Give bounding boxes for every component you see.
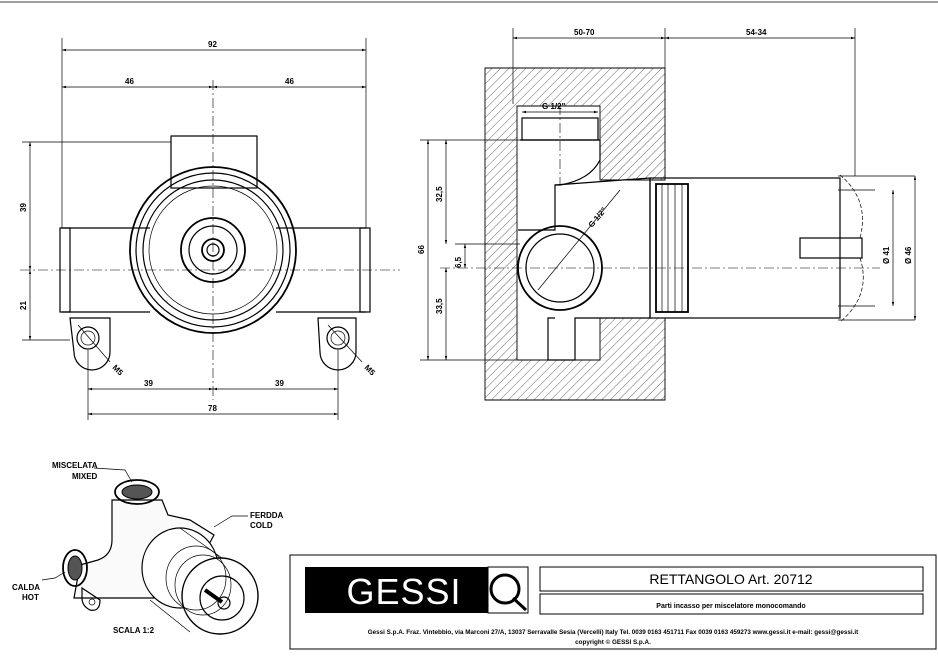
iso-stem-end [217, 596, 231, 610]
description-box [539, 593, 924, 615]
dim-left-half: 46 [125, 77, 134, 86]
title-block: GESSI RETTANGOLO Art. 20712 Parti incass… [289, 554, 937, 650]
front-view: M5 M5 92 46 46 39 21 39 39 78 [19, 38, 400, 420]
gessi-logo-q-circle [489, 573, 521, 605]
dim-dia-outer: Ø 46 [904, 246, 913, 264]
side-view: G 1/2" 50-70 54-34 G 1/2" 66 3 [417, 28, 917, 401]
front-cartridge-circle [180, 217, 246, 283]
front-top-inlet [170, 135, 258, 189]
label-cold-it: FERDDA [250, 511, 284, 520]
front-side-arms [62, 227, 366, 313]
product-title-box [539, 566, 924, 592]
label-hot-en: HOT [22, 593, 39, 602]
dim-offset: 6,5 [454, 256, 463, 268]
iso-cartridge-ring-2 [174, 554, 232, 616]
dim-depth: 50-70 [574, 28, 595, 37]
isometric-view: MISCELATA MIXED FERDDA COLD CALDA HOT SC… [12, 461, 284, 635]
front-right-lug [317, 317, 357, 371]
front-body-ring-2 [142, 179, 284, 321]
front-right-bolt-hole [326, 326, 350, 350]
gessi-logo-q-tail [511, 596, 528, 612]
iso-lug-hole [88, 598, 96, 606]
iso-hot-leader [41, 571, 66, 581]
dim-upper: 32,5 [435, 186, 444, 202]
front-left-thread-label: M5 [111, 363, 126, 378]
front-left-arm-end [59, 227, 71, 313]
iso-cartridge-ring [165, 545, 227, 611]
front-cartridge-inner [188, 225, 238, 275]
side-cartridge-body [649, 177, 841, 319]
iso-cold-leader [213, 515, 248, 528]
front-right-arm-end [359, 227, 371, 313]
front-left-thread-leader [77, 324, 111, 363]
dim-bolt-left: 39 [144, 379, 153, 388]
iso-lug [81, 586, 101, 611]
product-title: RETTANGOLO Art. 20712 [649, 571, 812, 587]
iso-mixed-outlet [114, 479, 160, 505]
dim-overall-height: 66 [417, 245, 426, 254]
label-mixed-en: MIXED [72, 472, 98, 481]
iso-mixed-leader [93, 467, 133, 483]
side-cap-ext-lines [838, 175, 915, 321]
iso-mixed-outlet-bore [121, 484, 153, 500]
front-body-outer-circle [129, 166, 297, 334]
front-right-bolt-hole-inner [330, 330, 346, 346]
front-left-lug [69, 317, 111, 371]
dim-top-height: 39 [19, 203, 28, 212]
dim-bottom-height: 21 [19, 301, 28, 310]
front-stem-outer [201, 238, 225, 262]
side-inlet-thread-label: G 1/2" [542, 102, 566, 111]
dim-right-half: 46 [285, 77, 294, 86]
side-cap-hidden-outline [839, 174, 864, 323]
iso-cartridge-face [199, 575, 245, 621]
front-right-thread-leader [327, 324, 363, 363]
front-body-ring-1 [135, 172, 291, 328]
front-left-bolt-hole-inner [80, 330, 96, 346]
dim-bolt-right: 39 [275, 379, 284, 388]
copyright: copyright © GESSI S.p.A. [575, 638, 651, 646]
dim-projection: 54-34 [746, 28, 767, 37]
gessi-logo-text: GESSI [346, 571, 461, 612]
side-cap-inner-ext [838, 189, 875, 307]
dim-lower: 33,5 [435, 298, 444, 314]
side-ring-collar [655, 183, 689, 313]
label-mixed-it: MISCELATA [52, 461, 98, 470]
iso-hot-inlet [62, 549, 88, 587]
dim-dia-inner: Ø 41 [882, 246, 891, 264]
product-description: Parti incasso per miscelatore monocomand… [656, 603, 805, 610]
company-address: Gessi S.p.A. Fraz. Vintebbio, via Marcon… [368, 629, 859, 636]
dim-bolt-total: 78 [208, 404, 217, 413]
front-stem-inner [206, 243, 220, 257]
front-left-bolt-hole [76, 326, 100, 350]
side-outlet-thread-label: G 1/2" [587, 205, 609, 229]
side-outlet-thread-leader [537, 189, 621, 291]
front-right-thread-label: M5 [363, 363, 378, 378]
scale-label: SCALA 1:2 [113, 626, 155, 635]
label-cold-en: COLD [250, 521, 273, 530]
dim-total-width: 92 [208, 40, 217, 49]
label-hot-it: CALDA [12, 583, 40, 592]
front-body-ring-3 [148, 185, 278, 315]
side-stem [799, 237, 863, 259]
iso-hot-inlet-bore [67, 555, 83, 581]
iso-cartridge-front [181, 557, 259, 635]
